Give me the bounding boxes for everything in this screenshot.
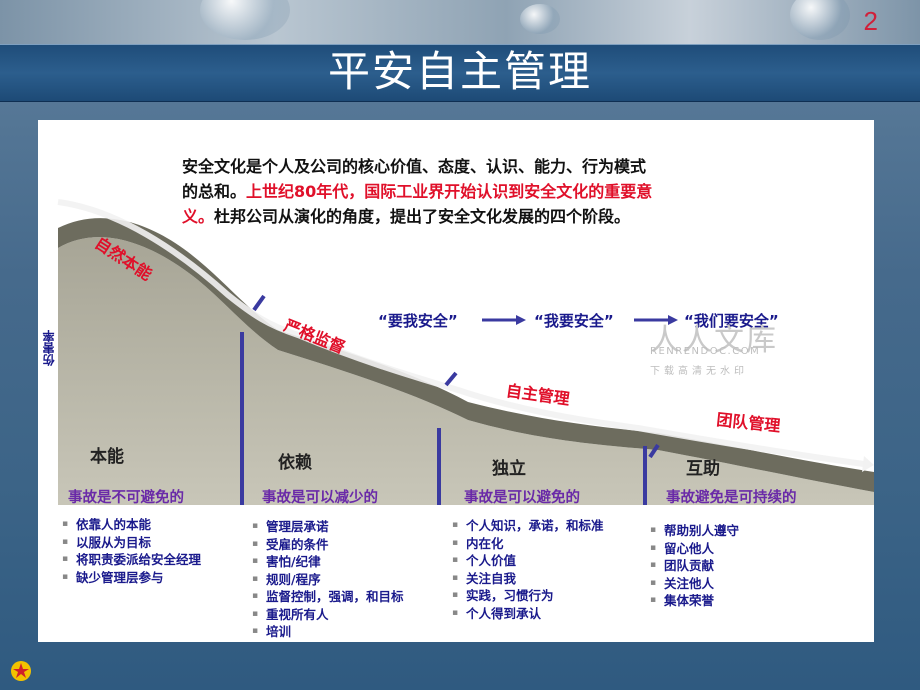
- list-item: 管理层承诺: [252, 518, 404, 536]
- list-item: 受雇的条件: [252, 536, 404, 554]
- watermark-title: 人人文库: [650, 323, 778, 358]
- slogan-2: “我要安全”: [534, 312, 614, 330]
- title-band: [0, 44, 920, 102]
- list-item: 害怕/纪律: [252, 553, 404, 571]
- stage-name-instinct: 本能: [90, 447, 124, 467]
- list-item: 关注他人: [650, 575, 739, 593]
- list-item: 规则/程序: [252, 571, 404, 589]
- water-drop-decoration: [520, 4, 560, 34]
- list-item: 个人价值: [452, 552, 604, 570]
- list-item: 集体荣誉: [650, 592, 739, 610]
- list-item: 以服从为目标: [62, 534, 201, 552]
- content-panel: 安全文化是个人及公司的核心价值、态度、认识、能力、行为模式 的总和。上世纪80年…: [38, 120, 874, 642]
- page-number: 2: [863, 6, 878, 36]
- stage-name-dependent: 依赖: [278, 453, 312, 473]
- stage-list-independent: 个人知识，承诺，和标准 内在化 个人价值 关注自我 实践，习惯行为 个人得到承认: [452, 517, 604, 622]
- stage-name-independent: 独立: [492, 459, 526, 479]
- stage-belief-dependent: 事故是可以减少的: [262, 490, 378, 506]
- watermark-subtitle: 下载高清无水印: [650, 366, 748, 377]
- stage-belief-instinct: 事故是不可避免的: [68, 490, 184, 506]
- stage-list-dependent: 管理层承诺 受雇的条件 害怕/纪律 规则/程序 监督控制，强调，和目标 重视所有…: [252, 518, 404, 641]
- slogan-3: “我们要安全”: [684, 312, 779, 330]
- list-item: 重视所有人: [252, 606, 404, 624]
- list-item: 依靠人的本能: [62, 516, 201, 534]
- intro-line-2b: 上世纪80年代，国际工业界开始认识到安全文化的重要意: [246, 182, 653, 201]
- page-title: 平安自主管理: [327, 47, 592, 96]
- list-item: 个人知识，承诺，和标准: [452, 517, 604, 535]
- list-item: 个人得到承认: [452, 605, 604, 623]
- intro-line-3b: 杜邦公司从演化的角度，提出了安全文化发展的四个阶段。: [214, 207, 631, 226]
- y-axis-label: 伤害率: [42, 330, 56, 366]
- list-item: 培训: [252, 623, 404, 641]
- list-item: 内在化: [452, 535, 604, 553]
- watermark-url: RENRENDOC.COM: [650, 346, 761, 357]
- list-item: 实践，习惯行为: [452, 587, 604, 605]
- stage-list-interdependent: 帮助别人遵守 留心他人 团队贡献 关注他人 集体荣誉: [650, 522, 739, 610]
- list-item: 监督控制，强调，和目标: [252, 588, 404, 606]
- stage-belief-independent: 事故是可以避免的: [464, 490, 580, 506]
- slogan-1: “要我安全”: [378, 312, 458, 330]
- list-item: 将职责委派给安全经理: [62, 551, 201, 569]
- stage-name-interdependent: 互助: [686, 459, 720, 479]
- stage-list-instinct: 依靠人的本能 以服从为目标 将职责委派给安全经理 缺少管理层参与: [62, 516, 201, 586]
- water-drop-decoration: [790, 0, 850, 40]
- company-logo-icon: [11, 661, 31, 681]
- list-item: 帮助别人遵守: [650, 522, 739, 540]
- intro-line-2a: 的总和。: [182, 182, 247, 201]
- intro-line-1: 安全文化是个人及公司的核心价值、态度、认识、能力、行为模式: [182, 157, 647, 176]
- list-item: 团队贡献: [650, 557, 739, 575]
- list-item: 留心他人: [650, 540, 739, 558]
- intro-text: 安全文化是个人及公司的核心价值、态度、认识、能力、行为模式 的总和。上世纪80年…: [182, 154, 832, 229]
- list-item: 缺少管理层参与: [62, 569, 201, 587]
- stage-belief-interdependent: 事故避免是可持续的: [666, 490, 797, 506]
- header-decoration: [0, 0, 920, 44]
- list-item: 关注自我: [452, 570, 604, 588]
- intro-line-3a: 义。: [182, 207, 215, 226]
